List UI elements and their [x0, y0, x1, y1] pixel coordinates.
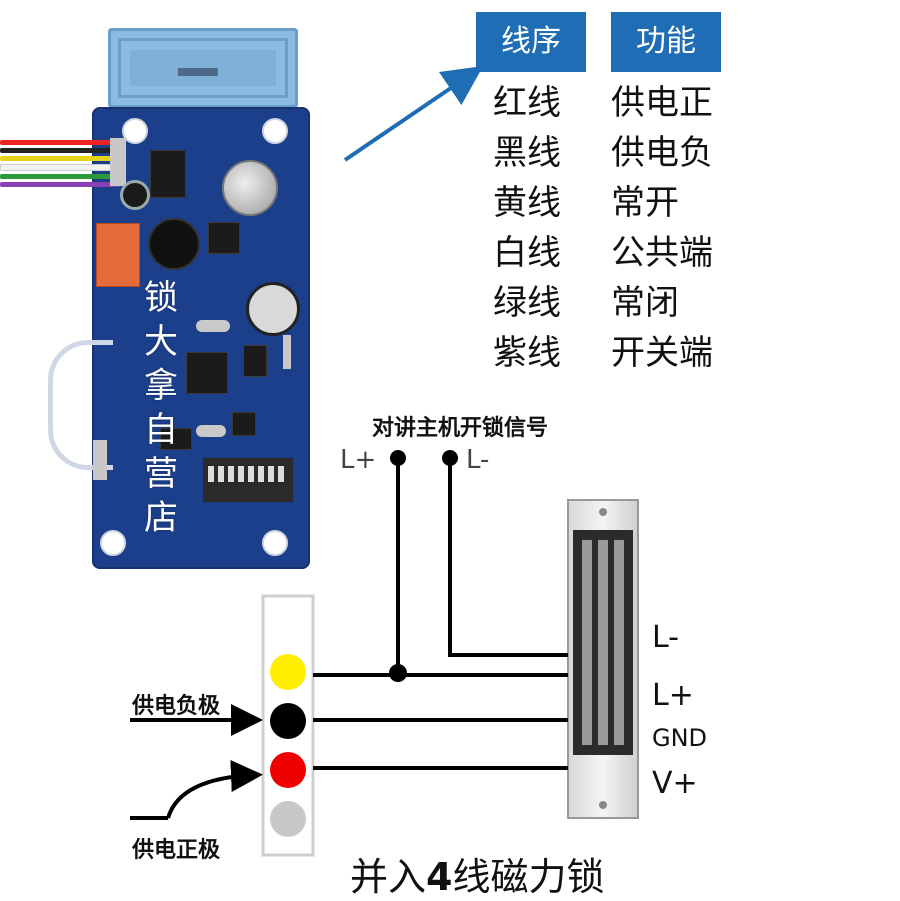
regulator-chip	[150, 150, 186, 198]
supply-negative-label: 供电负极	[132, 694, 221, 719]
terminal-black	[270, 703, 306, 739]
wire-red	[0, 140, 120, 145]
lock-gnd: GND	[652, 724, 708, 752]
wire-green	[0, 174, 120, 179]
terminal-red	[270, 752, 306, 788]
crystal	[196, 425, 226, 437]
capacitor	[246, 282, 300, 336]
wire-name: 红线	[493, 83, 561, 123]
wire-function: 常开	[611, 183, 679, 223]
watermark-char: 自	[144, 410, 178, 450]
watermark-char: 营	[144, 454, 178, 494]
intercom-l-minus: L-	[466, 445, 490, 475]
mount-hole	[122, 118, 148, 144]
wire-black	[0, 148, 120, 153]
mount-hole	[262, 530, 288, 556]
diagram-caption: 并入4线磁力锁	[350, 846, 604, 901]
antenna-connector	[178, 68, 218, 76]
chip-small	[160, 428, 192, 450]
terminal-gray	[270, 801, 306, 837]
magnetic-lock	[567, 499, 639, 819]
terminal-yellow	[270, 654, 306, 690]
chip-small	[232, 412, 256, 436]
mcu-chip	[186, 352, 228, 394]
watermark-char: 大	[144, 322, 178, 362]
lock-l-plus: L+	[652, 678, 694, 713]
watermark-char: 锁	[144, 278, 178, 318]
coin-battery	[222, 160, 278, 216]
wire-name: 紫线	[493, 333, 561, 373]
pointer-arrow	[343, 66, 484, 162]
wire-purple	[0, 182, 120, 187]
intercom-l-plus: L+	[340, 445, 377, 475]
wire-function: 供电正	[611, 83, 713, 123]
caption-prefix: 并入	[350, 855, 427, 899]
pin-header	[283, 335, 291, 369]
wire-name: 白线	[493, 233, 561, 273]
crystal	[196, 320, 230, 332]
ribbon-cable	[48, 340, 113, 470]
cable-connector	[93, 440, 107, 480]
wire-name: 绿线	[493, 283, 561, 323]
buzzer	[148, 218, 200, 270]
relay	[96, 223, 140, 287]
mount-hole	[100, 530, 126, 556]
function-column: 供电正 供电负 常开 公共端 常闭 开关端	[611, 78, 781, 378]
wire-function: 开关端	[611, 333, 713, 373]
wire-name: 黄线	[493, 183, 561, 223]
watermark-char: 拿	[144, 366, 178, 406]
caption-suffix: 线磁力锁	[452, 855, 605, 899]
watermark-char: 店	[144, 498, 178, 538]
wire-header	[110, 138, 126, 186]
wire-name: 黑线	[493, 133, 561, 173]
header-wire-order: 线序	[476, 12, 586, 72]
mount-hole	[262, 118, 288, 144]
wire-function: 公共端	[611, 233, 713, 273]
inductor	[208, 222, 240, 254]
lock-l-minus: L-	[652, 620, 680, 655]
intercom-signal-label: 对讲主机开锁信号	[372, 416, 549, 441]
wire-yellow	[0, 156, 120, 161]
wire-function: 供电负	[611, 133, 713, 173]
supply-positive-label: 供电正极	[132, 838, 221, 863]
small-capacitor	[120, 180, 150, 210]
header-function: 功能	[611, 12, 721, 72]
lock-v-plus: V+	[652, 766, 698, 801]
caption-count: 4	[426, 855, 453, 899]
store-watermark: 锁 大 拿 自 营 店	[138, 276, 184, 540]
chip-small	[243, 345, 267, 377]
wire-column: 红线 黑线 黄线 白线 绿线 紫线	[493, 78, 603, 378]
wire-function: 常闭	[611, 283, 679, 323]
